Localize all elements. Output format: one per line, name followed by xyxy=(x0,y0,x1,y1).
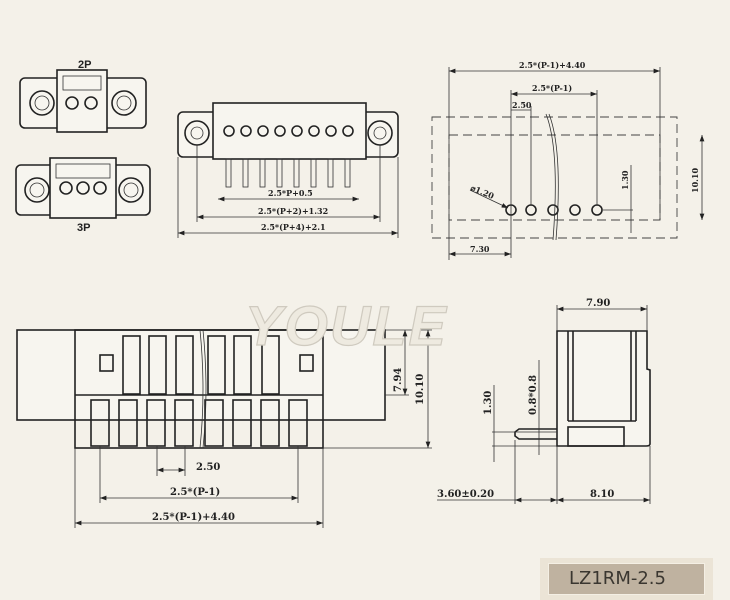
dim-row-offset: 1.30 xyxy=(620,170,630,190)
connector-3p-view: 3P xyxy=(15,157,151,234)
label-2p: 2P xyxy=(78,59,91,71)
dim-pitch-span: 2.5*(P-1) xyxy=(532,83,572,93)
dim-screws: 2.5*(P+2)+1.32 xyxy=(258,206,328,216)
pcb-layout-view: 2.5*(P-1)+4.40 2.5*(P-1) 2.50 ⌀1.20 1.30… xyxy=(431,60,705,260)
side-view: 7.90 0.8*0.8 1.30 3.60±0.20 8.10 xyxy=(437,298,651,504)
label-3p: 3P xyxy=(77,222,90,234)
dim-pitch: 2.50 xyxy=(196,462,220,473)
model-label: LZ1RM-2.5 xyxy=(548,563,705,595)
dim-overall: 2.5*(P+4)+2.1 xyxy=(261,222,326,232)
dim-pin-length: 3.60±0.20 xyxy=(437,489,494,500)
model-label-box: LZ1RM-2.5 xyxy=(540,558,713,600)
dim-overall: 2.5*(P-1)+4.40 xyxy=(152,512,235,523)
dim-edge: 7.30 xyxy=(470,244,490,254)
dim-pin: 0.8*0.8 xyxy=(528,375,539,415)
dim-pitch: 2.50 xyxy=(512,100,532,110)
dim-height: 10.10 xyxy=(690,168,700,193)
dim-7-94: 7.94 xyxy=(393,368,404,392)
connector-2p-view: 2P xyxy=(19,59,147,133)
dim-span: 2.5*(P-1) xyxy=(170,487,220,498)
dim-overall: 2.5*(P-1)+4.40 xyxy=(519,60,586,70)
dim-pin-offset: 1.30 xyxy=(483,391,494,415)
front-view-top: 2.5*P+0.5 2.5*(P+2)+1.32 2.5*(P+4)+2.1 xyxy=(177,102,399,238)
dim-hole: ⌀1.20 xyxy=(469,183,496,202)
dim-10-10: 10.10 xyxy=(415,374,426,405)
watermark: YOULE xyxy=(245,294,448,357)
dim-width: 7.90 xyxy=(586,298,610,309)
front-view-bottom: 2.50 2.5*(P-1) 2.5*(P-1)+4.40 7.94 10.10 xyxy=(16,329,432,528)
dim-pins: 2.5*P+0.5 xyxy=(268,188,313,198)
dim-depth: 8.10 xyxy=(590,489,614,500)
